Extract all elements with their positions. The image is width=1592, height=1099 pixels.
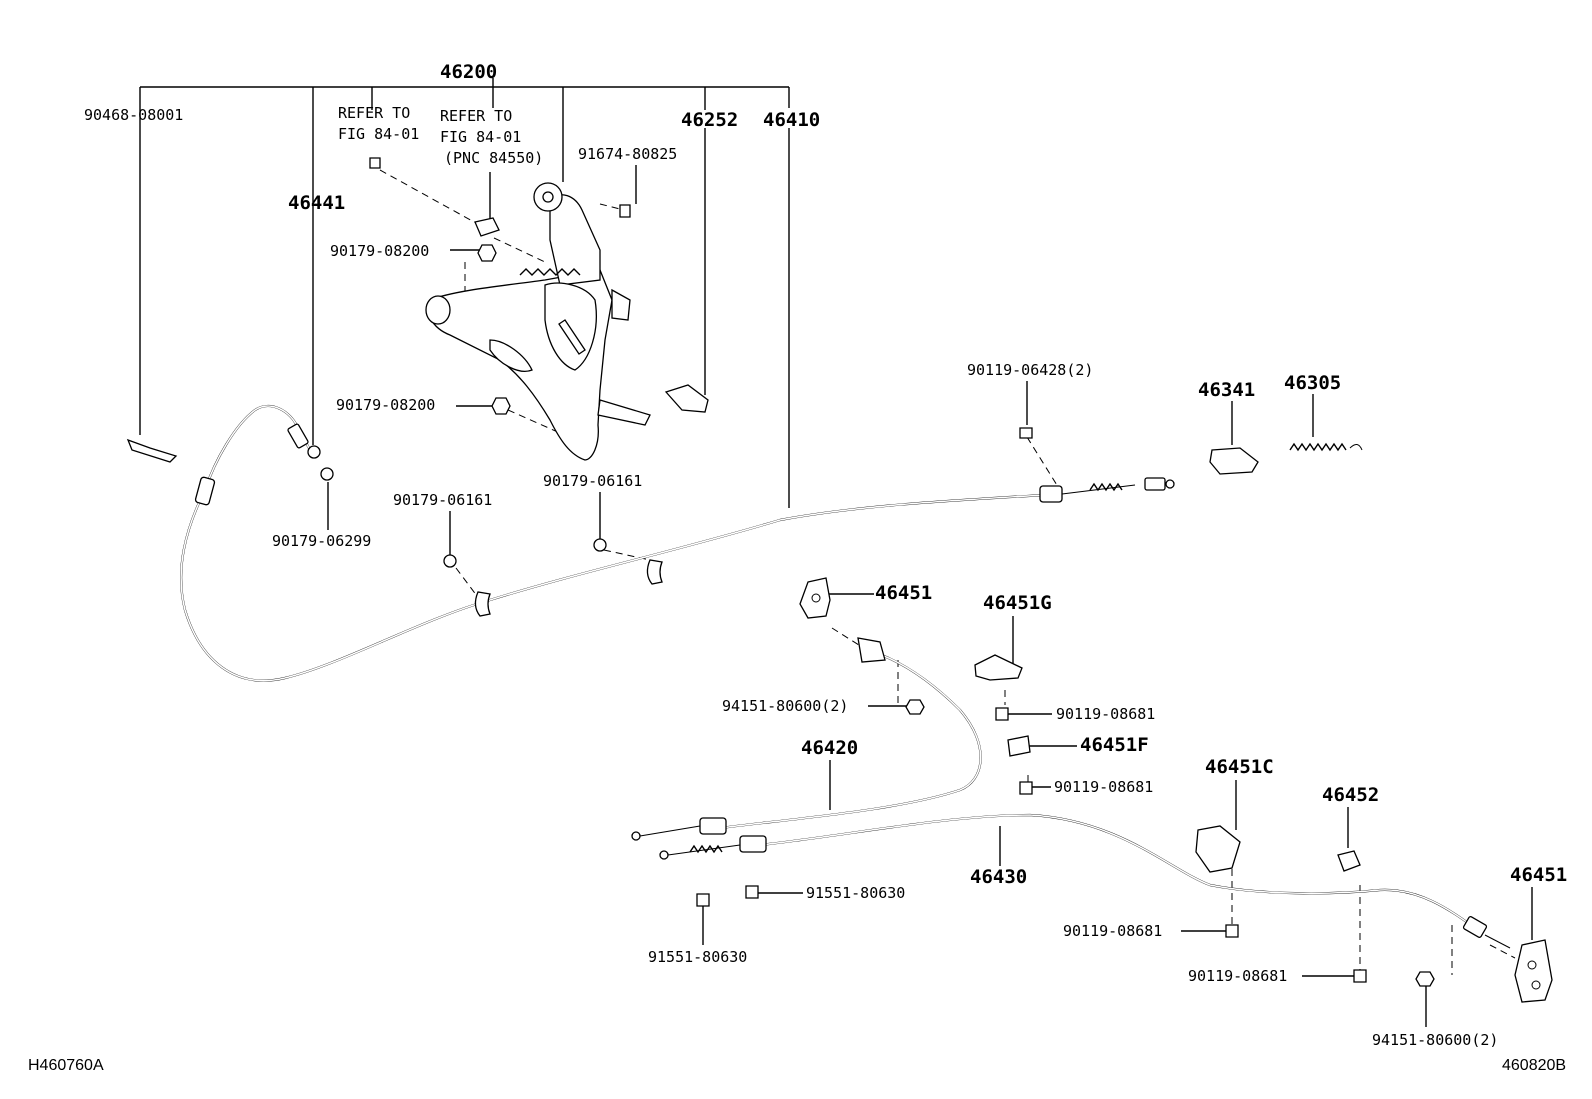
refer-note-2-line3: (PNC 84550) [444, 149, 543, 167]
part-number-46451F[interactable]: 46451F [1080, 734, 1149, 756]
bracket-46451F [1007, 735, 1031, 757]
refer-note-2-line1: REFER TO [440, 107, 512, 125]
plate-46451-a [799, 577, 831, 619]
part-number-91674-80825[interactable]: 91674-80825 [578, 145, 677, 163]
nut-90179-08200-a [477, 244, 497, 262]
nut-90179-08200-b [491, 397, 511, 415]
bracket-46451G [974, 654, 1023, 681]
part-number-46451C[interactable]: 46451C [1205, 756, 1274, 778]
part-number-90179-06299[interactable]: 90179-06299 [272, 532, 371, 550]
part-number-46305[interactable]: 46305 [1284, 372, 1341, 394]
part-number-90119-06428[interactable]: 90119-06428(2) [967, 361, 1093, 379]
part-number-94151-80600-b[interactable]: 94151-80600(2) [1372, 1031, 1498, 1049]
part-number-90179-08200-b[interactable]: 90179-08200 [336, 396, 435, 414]
bracket-46341 [1209, 447, 1259, 475]
illustration-code-right: 460820B [1502, 1057, 1566, 1074]
part-number-90119-08681-a[interactable]: 90119-08681 [1056, 705, 1155, 723]
part-number-46410[interactable]: 46410 [763, 109, 820, 131]
assembly-dashed-lines [379, 169, 1516, 975]
part-number-94151-80600-a[interactable]: 94151-80600(2) [722, 697, 848, 715]
bolt-90119-08681-b [1019, 781, 1033, 795]
bolt-90119-06428 [1019, 427, 1033, 439]
part-number-46200[interactable]: 46200 [440, 61, 497, 83]
bolt-91551-80630-b [696, 893, 710, 907]
small-hardware-bottom [696, 577, 1553, 1003]
part-number-90179-08200-a[interactable]: 90179-08200 [330, 242, 429, 260]
parking-brake-lever-assembly[interactable] [425, 182, 651, 461]
part-number-90179-06161-b[interactable]: 90179-06161 [543, 472, 642, 490]
part-number-90119-08681-b[interactable]: 90119-08681 [1054, 778, 1153, 796]
nut-90179-06161-a [443, 554, 457, 568]
illustration-code-left: H460760A [28, 1057, 104, 1074]
refer-note-1-line2: FIG 84-01 [338, 125, 419, 143]
bolt-91674-80825 [619, 204, 631, 218]
refer-note-2-line2: FIG 84-01 [440, 128, 521, 146]
nut-94151-80600-b [1415, 971, 1435, 987]
bracket-46451C [1195, 825, 1241, 873]
front-cable-46410[interactable] [179, 404, 1175, 682]
grip-46252 [664, 384, 709, 413]
part-number-91551-80630-b[interactable]: 91551-80630 [648, 948, 747, 966]
part-number-90119-08681-c[interactable]: 90119-08681 [1063, 922, 1162, 940]
part-number-46420[interactable]: 46420 [801, 737, 858, 759]
clip-refer-pnc [474, 217, 500, 237]
plate-46451-b [1514, 939, 1553, 1003]
bolt-refer-fig [369, 157, 381, 169]
part-number-46430[interactable]: 46430 [970, 866, 1027, 888]
part-number-46452[interactable]: 46452 [1322, 784, 1379, 806]
part-number-90119-08681-d[interactable]: 90119-08681 [1188, 967, 1287, 985]
bolt-90119-08681-a [995, 707, 1009, 721]
clamp-46452 [1337, 850, 1361, 872]
nut-90179-06299 [320, 467, 334, 481]
refer-note-1-line1: REFER TO [338, 104, 410, 122]
nut-90179-06161-b [593, 538, 607, 552]
part-number-91551-80630-a[interactable]: 91551-80630 [806, 884, 905, 902]
small-hardware-top [126, 157, 1363, 568]
bolt-90119-08681-d [1353, 969, 1367, 983]
part-number-90179-06161-a[interactable]: 90179-06161 [393, 491, 492, 509]
part-number-46451-b[interactable]: 46451 [1510, 864, 1567, 886]
bolt-91551-80630-a [745, 885, 759, 899]
nut-46441 [307, 445, 321, 459]
nut-94151-80600-a [905, 699, 925, 715]
part-number-46451-a[interactable]: 46451 [875, 582, 932, 604]
part-number-90468-08001[interactable]: 90468-08001 [84, 106, 183, 124]
part-number-46441[interactable]: 46441 [288, 192, 345, 214]
rear-cable-46420[interactable] [631, 637, 982, 841]
clip-90468-08001 [126, 438, 178, 463]
part-number-46451G[interactable]: 46451G [983, 592, 1052, 614]
part-number-46252[interactable]: 46252 [681, 109, 738, 131]
bolt-90119-08681-c [1225, 924, 1239, 938]
rear-cable-46430[interactable] [659, 813, 1511, 949]
part-number-46341[interactable]: 46341 [1198, 379, 1255, 401]
assembly-bracket-46200 [139, 78, 790, 508]
spring-46305 [1289, 442, 1347, 452]
